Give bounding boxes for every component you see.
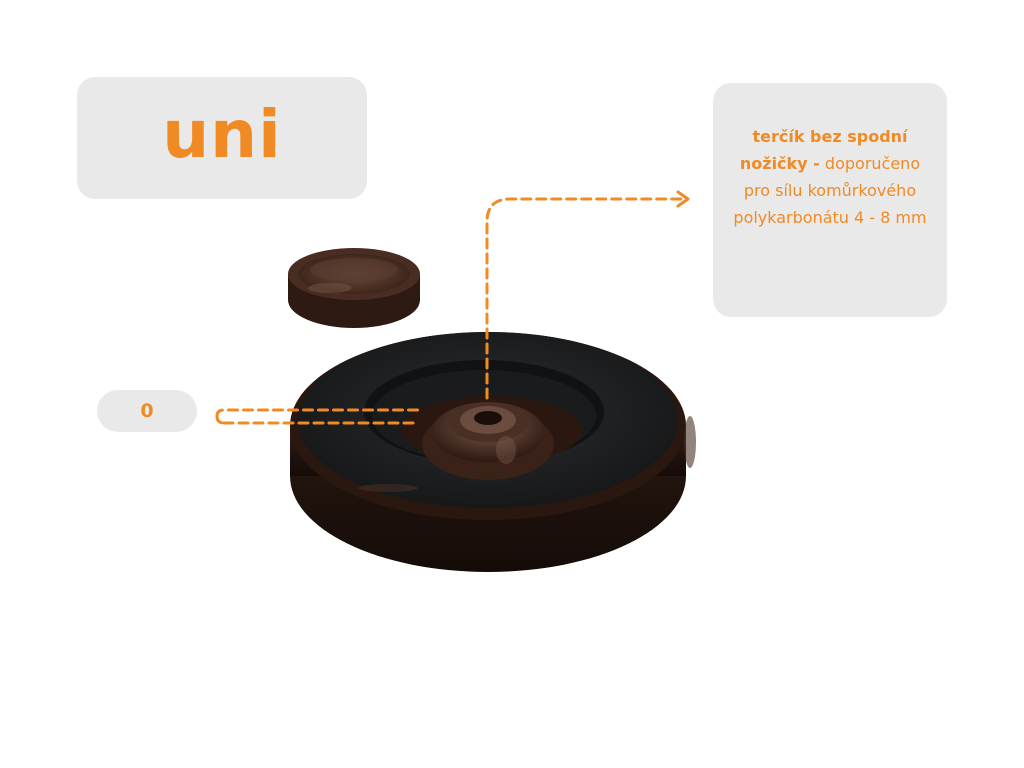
cap-part xyxy=(288,248,420,328)
info-text: doporučeno pro sílu komůrkového polykarb… xyxy=(733,154,927,227)
washer-part xyxy=(290,332,696,572)
info-bold-text: terčík bez spodní nožičky - xyxy=(739,127,908,173)
title-box: uni xyxy=(77,77,367,199)
page-title: uni xyxy=(162,96,282,173)
pill-label: 0 xyxy=(140,400,154,422)
info-box: terčík bez spodní nožičky - doporučeno p… xyxy=(713,83,947,317)
product-illustration xyxy=(288,248,696,572)
arrow-head-icon xyxy=(676,190,690,208)
label-pill: 0 xyxy=(97,390,197,432)
